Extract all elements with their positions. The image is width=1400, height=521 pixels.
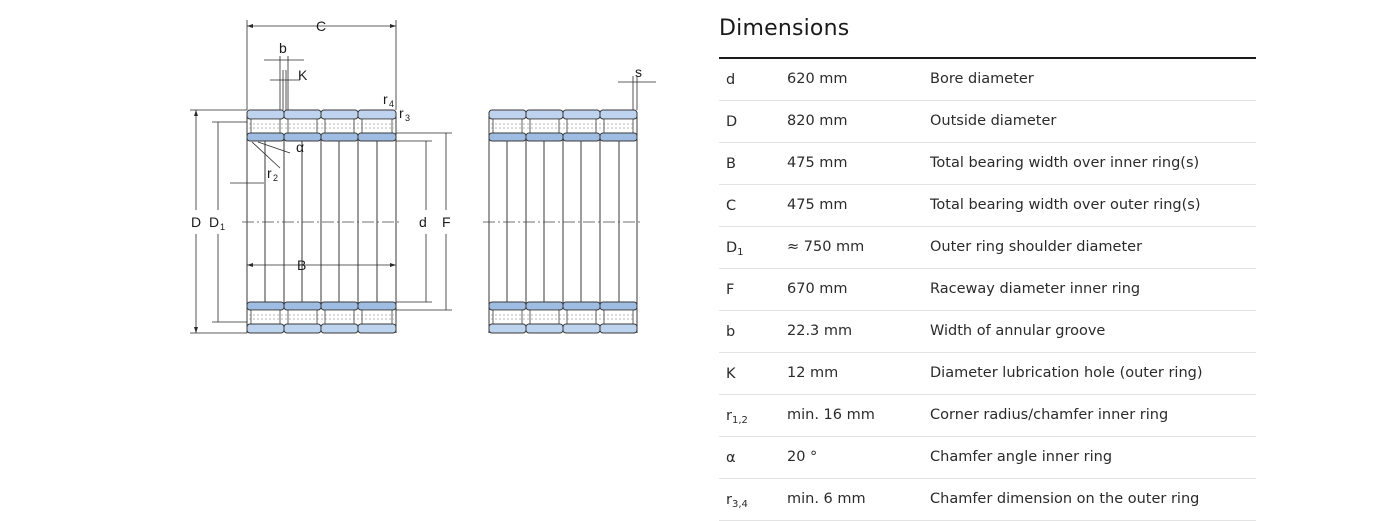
dimension-symbol: D bbox=[726, 114, 737, 130]
label-r2-sub: 2 bbox=[273, 173, 278, 183]
label-r3: r bbox=[399, 105, 404, 121]
bearing-drawing-svg: C b K r 4 r 3 α r 2 D D 1 B d F bbox=[190, 18, 656, 334]
label-D: D bbox=[191, 214, 201, 230]
title-divider bbox=[719, 57, 1256, 59]
label-D1-sub: 1 bbox=[220, 222, 225, 232]
label-r4-sub: 4 bbox=[389, 99, 394, 109]
dimension-value: 475 mm bbox=[787, 197, 848, 213]
bottom-roller-row-left bbox=[246, 301, 397, 334]
dimension-symbol-sub: 1,2 bbox=[731, 415, 748, 426]
dimension-value: 22.3 mm bbox=[787, 323, 853, 339]
dimension-value: 670 mm bbox=[787, 281, 848, 297]
dimension-description: Width of annular groove bbox=[930, 323, 1106, 339]
dimension-symbol-main: F bbox=[726, 282, 735, 298]
dimension-row: r3,4 min. 6 mm Chamfer dimension on the ou… bbox=[719, 479, 1256, 521]
dimension-value: 475 mm bbox=[787, 155, 848, 171]
dimensions-title: Dimensions bbox=[719, 16, 850, 41]
dimension-description: Outside diameter bbox=[930, 113, 1057, 129]
dimension-description: Total bearing width over outer ring(s) bbox=[930, 197, 1201, 213]
dimension-value: 20 ° bbox=[787, 449, 818, 465]
dimension-row: K 12 mm Diameter lubrication hole (outer r… bbox=[719, 353, 1256, 395]
label-r4: r bbox=[383, 91, 388, 107]
dimension-description: Diameter lubrication hole (outer ring) bbox=[930, 365, 1203, 381]
left-section-view: C b K r 4 r 3 α r 2 D D 1 B d F bbox=[190, 18, 452, 334]
dimension-symbol-main: r bbox=[726, 492, 732, 508]
top-roller-row-left bbox=[246, 109, 397, 142]
dimension-symbol-main: α bbox=[726, 450, 736, 466]
label-D1: D bbox=[209, 214, 219, 230]
dimension-row: D1 ≈ 750 mm Outer ring shoulder diameter bbox=[719, 227, 1256, 269]
dimension-symbol-main: K bbox=[726, 366, 736, 382]
dimension-symbol: F bbox=[726, 282, 734, 298]
bearing-drawing: C b K r 4 r 3 α r 2 D D 1 B d F bbox=[0, 0, 700, 512]
dimension-row: r1,2 min. 16 mm Corner radius/chamfer inne… bbox=[719, 395, 1256, 437]
dimension-symbol-main: D bbox=[726, 114, 738, 130]
dimension-row: B 475 mm Total bearing width over inner ri… bbox=[719, 143, 1256, 185]
dimension-symbol: D1 bbox=[726, 240, 744, 258]
label-r2: r bbox=[267, 165, 272, 181]
dimension-symbol-main: b bbox=[726, 324, 736, 340]
dimension-symbol: C bbox=[726, 198, 736, 214]
dimension-description: Corner radius/chamfer inner ring bbox=[930, 407, 1169, 423]
bottom-roller-row-right bbox=[488, 301, 638, 334]
dimension-row: F 670 mm Raceway diameter inner ring bbox=[719, 269, 1256, 311]
dimension-row: α 20 ° Chamfer angle inner ring bbox=[719, 437, 1256, 479]
dimension-symbol-sub: 3,4 bbox=[731, 499, 748, 510]
dimension-value: 12 mm bbox=[787, 365, 839, 381]
dimension-row: d 620 mm Bore diameter bbox=[719, 59, 1256, 101]
label-alpha: α bbox=[296, 139, 304, 155]
dimension-symbol: K bbox=[726, 366, 736, 382]
dimension-symbol: B bbox=[726, 156, 736, 172]
dimension-symbol-main: r bbox=[726, 408, 732, 424]
dimension-symbol: b bbox=[726, 324, 735, 340]
dimension-description: Chamfer dimension on the outer ring bbox=[930, 491, 1200, 507]
dimension-symbol: r1,2 bbox=[726, 408, 748, 426]
dimension-symbol-main: B bbox=[726, 156, 736, 172]
dimension-description: Chamfer angle inner ring bbox=[930, 449, 1113, 465]
dimension-value: min. 16 mm bbox=[787, 407, 875, 423]
dimension-description: Bore diameter bbox=[930, 71, 1034, 87]
dimension-row: C 475 mm Total bearing width over outer ri… bbox=[719, 185, 1256, 227]
dimension-value: min. 6 mm bbox=[787, 491, 866, 507]
dimension-symbol: r3,4 bbox=[726, 492, 748, 510]
label-r3-sub: 3 bbox=[405, 113, 410, 123]
dimension-row: b 22.3 mm Width of annular groove bbox=[719, 311, 1256, 353]
right-section-view: s bbox=[483, 64, 656, 334]
label-B: B bbox=[297, 257, 306, 273]
dimension-symbol-main: D bbox=[726, 240, 738, 256]
label-C: C bbox=[316, 18, 326, 34]
label-d: d bbox=[419, 214, 427, 230]
label-s: s bbox=[635, 64, 642, 80]
dimension-description: Outer ring shoulder diameter bbox=[930, 239, 1143, 255]
dimension-row: D 820 mm Outside diameter bbox=[719, 101, 1256, 143]
dimension-description: Raceway diameter inner ring bbox=[930, 281, 1141, 297]
dimension-value: 620 mm bbox=[787, 71, 848, 87]
dimension-value: ≈ 750 mm bbox=[787, 239, 865, 255]
dimension-description: Total bearing width over inner ring(s) bbox=[930, 155, 1200, 171]
dimension-symbol: d bbox=[726, 72, 735, 88]
dimension-symbol-main: C bbox=[726, 198, 737, 214]
dimension-value: 820 mm bbox=[787, 113, 848, 129]
label-F: F bbox=[442, 214, 451, 230]
label-b: b bbox=[279, 40, 287, 56]
top-roller-row-right bbox=[488, 109, 638, 142]
label-K: K bbox=[298, 67, 308, 83]
dimension-symbol: α bbox=[726, 450, 736, 466]
dimension-symbol-main: d bbox=[726, 72, 736, 88]
dimension-symbol-sub: 1 bbox=[737, 247, 744, 258]
